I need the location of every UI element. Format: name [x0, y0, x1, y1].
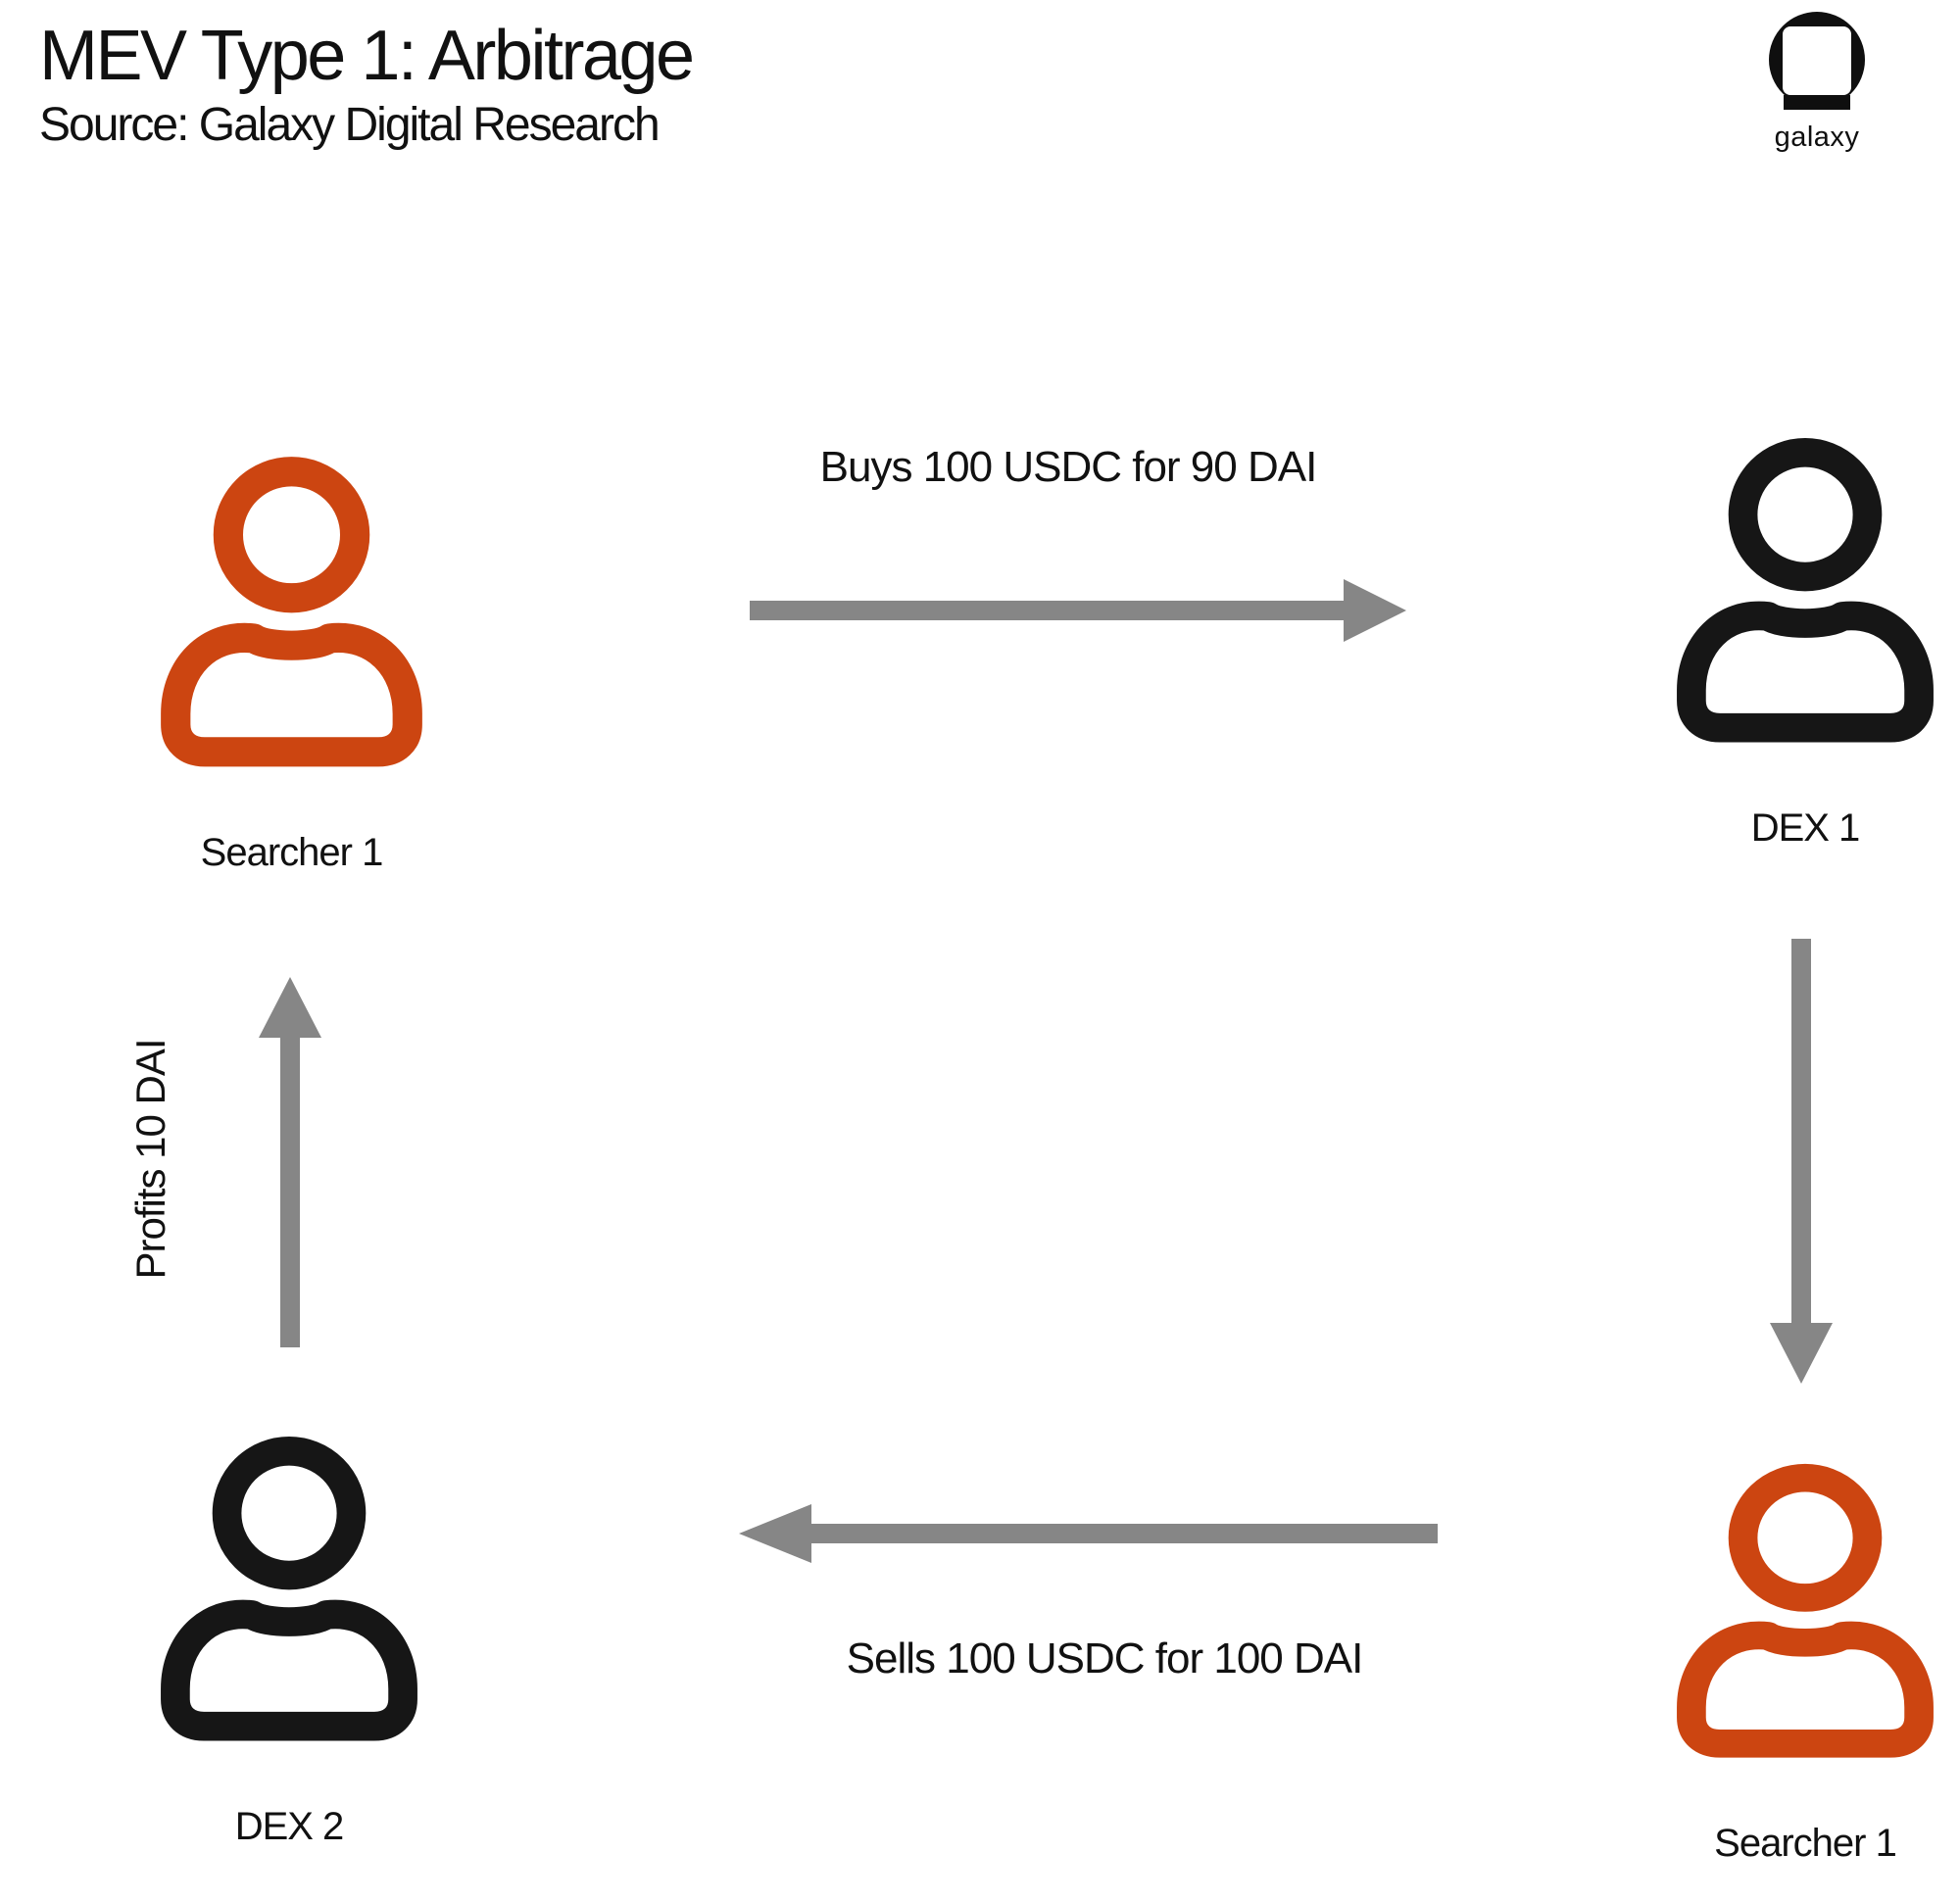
galaxy-crystal-ball-icon	[1769, 12, 1865, 110]
arrow-shaft	[811, 1524, 1438, 1543]
person-icon	[1673, 1460, 1937, 1761]
arrow-head	[1344, 579, 1406, 642]
node-searcher1-bottom: Searcher 1	[1673, 1460, 1937, 1866]
edge-label-buy: Buys 100 USDC for 90 DAI	[819, 443, 1318, 491]
node-label: DEX 1	[1750, 806, 1861, 850]
node-searcher1-top: Searcher 1	[157, 453, 426, 875]
arrow-down-icon	[1770, 939, 1833, 1384]
arrow-head	[1770, 1323, 1833, 1384]
edge-label-sell: Sells 100 USDC for 100 DAI	[846, 1634, 1364, 1683]
arrow-head	[259, 977, 321, 1038]
node-label: DEX 2	[234, 1805, 345, 1848]
person-icon	[1673, 434, 1937, 746]
node-label: Searcher 1	[1714, 1822, 1897, 1865]
edge-label-profit: Profits 10 DAI	[127, 1039, 173, 1280]
node-label: Searcher 1	[200, 831, 384, 874]
arrow-shaft	[280, 1038, 300, 1347]
arrow-shaft	[750, 601, 1344, 620]
arrow-shaft	[1791, 939, 1811, 1323]
node-dex2: DEX 2	[157, 1433, 421, 1849]
node-dex1: DEX 1	[1673, 434, 1937, 851]
person-icon	[157, 453, 426, 770]
page-title: MEV Type 1: Arbitrage	[39, 17, 695, 95]
arrow-right-icon	[750, 579, 1406, 642]
galaxy-wordmark: galaxy	[1774, 122, 1860, 153]
arrow-up-icon	[259, 977, 321, 1347]
person-icon	[157, 1433, 421, 1744]
source-credit: Source: Galaxy Digital Research	[39, 99, 661, 151]
arrow-left-icon	[739, 1504, 1438, 1563]
arrow-head	[739, 1504, 811, 1563]
galaxy-logo: galaxy	[1758, 10, 1876, 154]
